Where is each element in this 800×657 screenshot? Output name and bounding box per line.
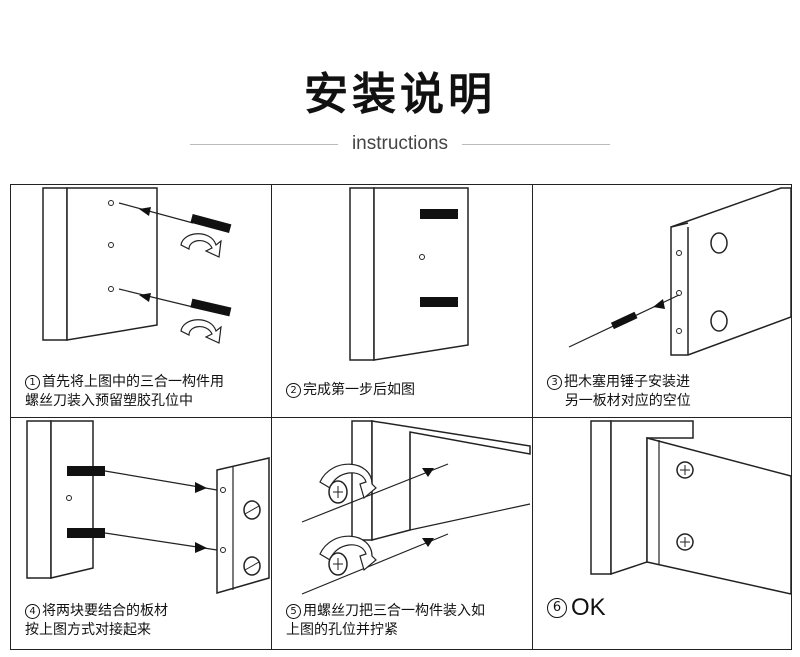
step-4-text-line-1: 将两块要结合的板材 bbox=[42, 603, 168, 619]
step-2-number: 2 bbox=[286, 383, 301, 398]
step-4-text-line-2: 按上图方式对接起来 bbox=[25, 622, 151, 638]
step-5-number: 5 bbox=[286, 604, 301, 619]
step-3-text-line-1: 把木塞用锤子安装进 bbox=[564, 374, 690, 390]
step-1-text-line-1: 首先将上图中的三合一构件用 bbox=[42, 374, 224, 390]
step-5-text-line-1: 用螺丝刀把三合一构件装入如 bbox=[303, 603, 485, 619]
step-3-illustration bbox=[568, 187, 791, 356]
page-subtitle: instructions bbox=[351, 133, 449, 154]
step-3-number: 3 bbox=[547, 375, 562, 390]
divider-left bbox=[190, 144, 338, 145]
step-1-illustration bbox=[42, 187, 232, 344]
step-6-number: 6 bbox=[547, 598, 567, 618]
step-4-number: 4 bbox=[25, 604, 40, 619]
step-2-illustration bbox=[349, 187, 469, 361]
step-3-text-line-2: 另一板材对应的空位 bbox=[564, 393, 691, 409]
step-5-illustration bbox=[301, 420, 531, 595]
step-6-text: OK bbox=[571, 594, 606, 621]
step-1-text-line-2: 螺丝刀装入预留塑胶孔位中 bbox=[25, 393, 193, 409]
step-5-text-line-2: 上图的孔位并拧紧 bbox=[286, 622, 398, 638]
step-4-illustration bbox=[26, 420, 270, 594]
divider-right bbox=[462, 144, 610, 145]
subtitle-row: instructions bbox=[190, 133, 610, 157]
step-6-illustration bbox=[590, 420, 791, 595]
page-title: 安装说明 bbox=[304, 69, 496, 120]
step-1-number: 1 bbox=[25, 375, 40, 390]
step-2-text-line-1: 完成第一步后如图 bbox=[303, 382, 415, 398]
